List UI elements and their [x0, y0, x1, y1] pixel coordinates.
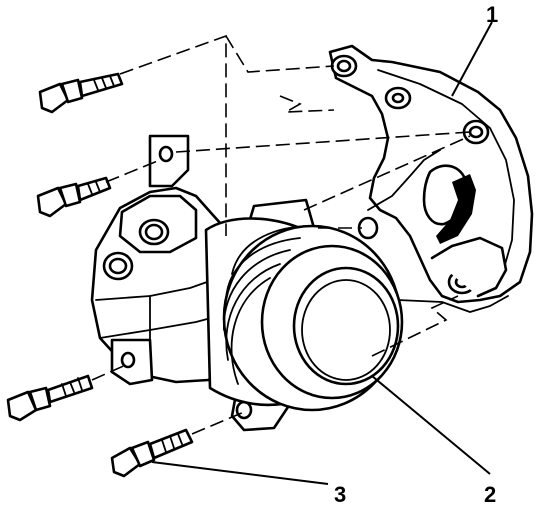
mounting-bracket-icon [328, 44, 534, 313]
callout-3-label: 3 [334, 482, 346, 507]
bolt-lower-middle [6, 374, 94, 422]
callout-leaders [151, 21, 493, 485]
alignment-lines [91, 34, 471, 435]
callout-1-label: 1 [486, 2, 498, 27]
bolt-upper-middle [36, 176, 112, 218]
bolt-bottom [110, 428, 194, 478]
ac-compressor-icon [90, 134, 404, 432]
bolt-top [38, 72, 124, 114]
callout-2-label: 2 [484, 482, 496, 507]
bolt-icon [6, 72, 194, 478]
